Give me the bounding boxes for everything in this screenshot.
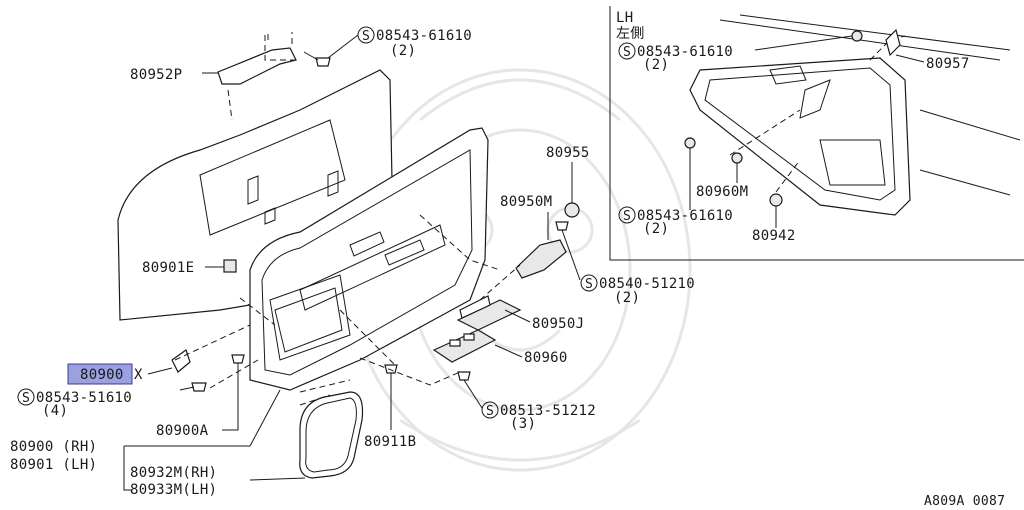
label-80950J[interactable]: 80950J xyxy=(532,316,584,332)
label-lh-80960M[interactable]: 80960M xyxy=(696,184,748,200)
assembly-guides xyxy=(174,35,521,406)
screw-08543-51610[interactable] xyxy=(179,382,207,392)
label-80900A[interactable]: 80900A xyxy=(156,423,209,439)
highlight-80900 xyxy=(67,363,133,385)
panel-leader-diag xyxy=(249,389,281,447)
label-80900-highlight[interactable]: 80900 xyxy=(80,367,124,383)
screw-symbol-6: S xyxy=(623,209,631,224)
label-80900-suffix: X xyxy=(134,367,143,383)
screw-symbol-3: S xyxy=(22,391,30,406)
label-80960[interactable]: 80960 xyxy=(524,350,568,366)
qty-lh-08543-61610-bot: (2) xyxy=(643,221,669,237)
label-lh-08543-61610-top[interactable]: 08543-61610 xyxy=(637,44,733,60)
clip-80901E[interactable] xyxy=(205,259,237,273)
inset-title-en: LH xyxy=(616,10,633,26)
armrest-80950M[interactable] xyxy=(515,212,567,279)
label-08540-51210[interactable]: 08540-51210 xyxy=(599,276,695,292)
qty-08540-51210: (2) xyxy=(614,290,640,306)
label-08543-51610[interactable]: 08543-51610 xyxy=(36,390,132,406)
clip-80911B[interactable] xyxy=(384,364,398,430)
switch-80960[interactable] xyxy=(432,329,523,363)
qty-08513-51212: (3) xyxy=(510,416,536,432)
screw-symbols xyxy=(17,26,636,419)
label-80952P[interactable]: 80952P xyxy=(130,67,182,83)
qty-lh-08543-61610-top: (2) xyxy=(643,57,669,73)
watermark-emblem xyxy=(348,68,692,472)
screw-top-main[interactable] xyxy=(303,34,359,67)
qty-08543-51610: (4) xyxy=(42,403,68,419)
label-80911B[interactable]: 80911B xyxy=(364,434,416,450)
label-80901E[interactable]: 80901E xyxy=(142,260,194,276)
qty-08543-61610-main: (2) xyxy=(390,43,416,59)
inset-title-jp: 左側 xyxy=(616,26,645,42)
screw-08513-51212[interactable] xyxy=(457,371,483,409)
label-80901-lh[interactable]: 80901 (LH) xyxy=(10,457,97,473)
label-80900-rh[interactable]: 80900 (RH) xyxy=(10,439,97,455)
pull-handle-80952P[interactable] xyxy=(202,30,297,121)
label-08543-61610-main[interactable]: 08543-61610 xyxy=(376,28,472,44)
pocket-80932M[interactable] xyxy=(249,391,364,481)
switch-housing-80950J[interactable] xyxy=(456,295,531,331)
label-lh-08543-61610-bot[interactable]: 08543-61610 xyxy=(637,208,733,224)
label-08513-51212[interactable]: 08513-51212 xyxy=(500,403,596,419)
rh-lh-bracket xyxy=(123,446,132,491)
clip-80955[interactable] xyxy=(564,162,580,218)
door-trim-panel[interactable] xyxy=(249,127,489,391)
lh-inset xyxy=(609,6,1024,261)
clip-80900A[interactable] xyxy=(222,354,245,431)
screw-symbol-2: S xyxy=(585,277,593,292)
screw-symbol-4: S xyxy=(486,404,494,419)
screw-symbol-5: S xyxy=(623,45,631,60)
screw-symbol-1: S xyxy=(362,29,370,44)
label-80950M[interactable]: 80950M xyxy=(500,194,552,210)
screw-08540-51210[interactable] xyxy=(555,221,581,281)
label-80932M-rh[interactable]: 80932M(RH) xyxy=(130,465,217,481)
label-lh-80957[interactable]: 80957 xyxy=(926,56,970,72)
label-80933M-lh[interactable]: 80933M(LH) xyxy=(130,482,217,498)
bracket-80900X[interactable] xyxy=(147,349,191,375)
label-lh-80942[interactable]: 80942 xyxy=(752,228,796,244)
figure-code: A809A 0087 xyxy=(924,494,1005,509)
label-80955[interactable]: 80955 xyxy=(546,145,590,161)
